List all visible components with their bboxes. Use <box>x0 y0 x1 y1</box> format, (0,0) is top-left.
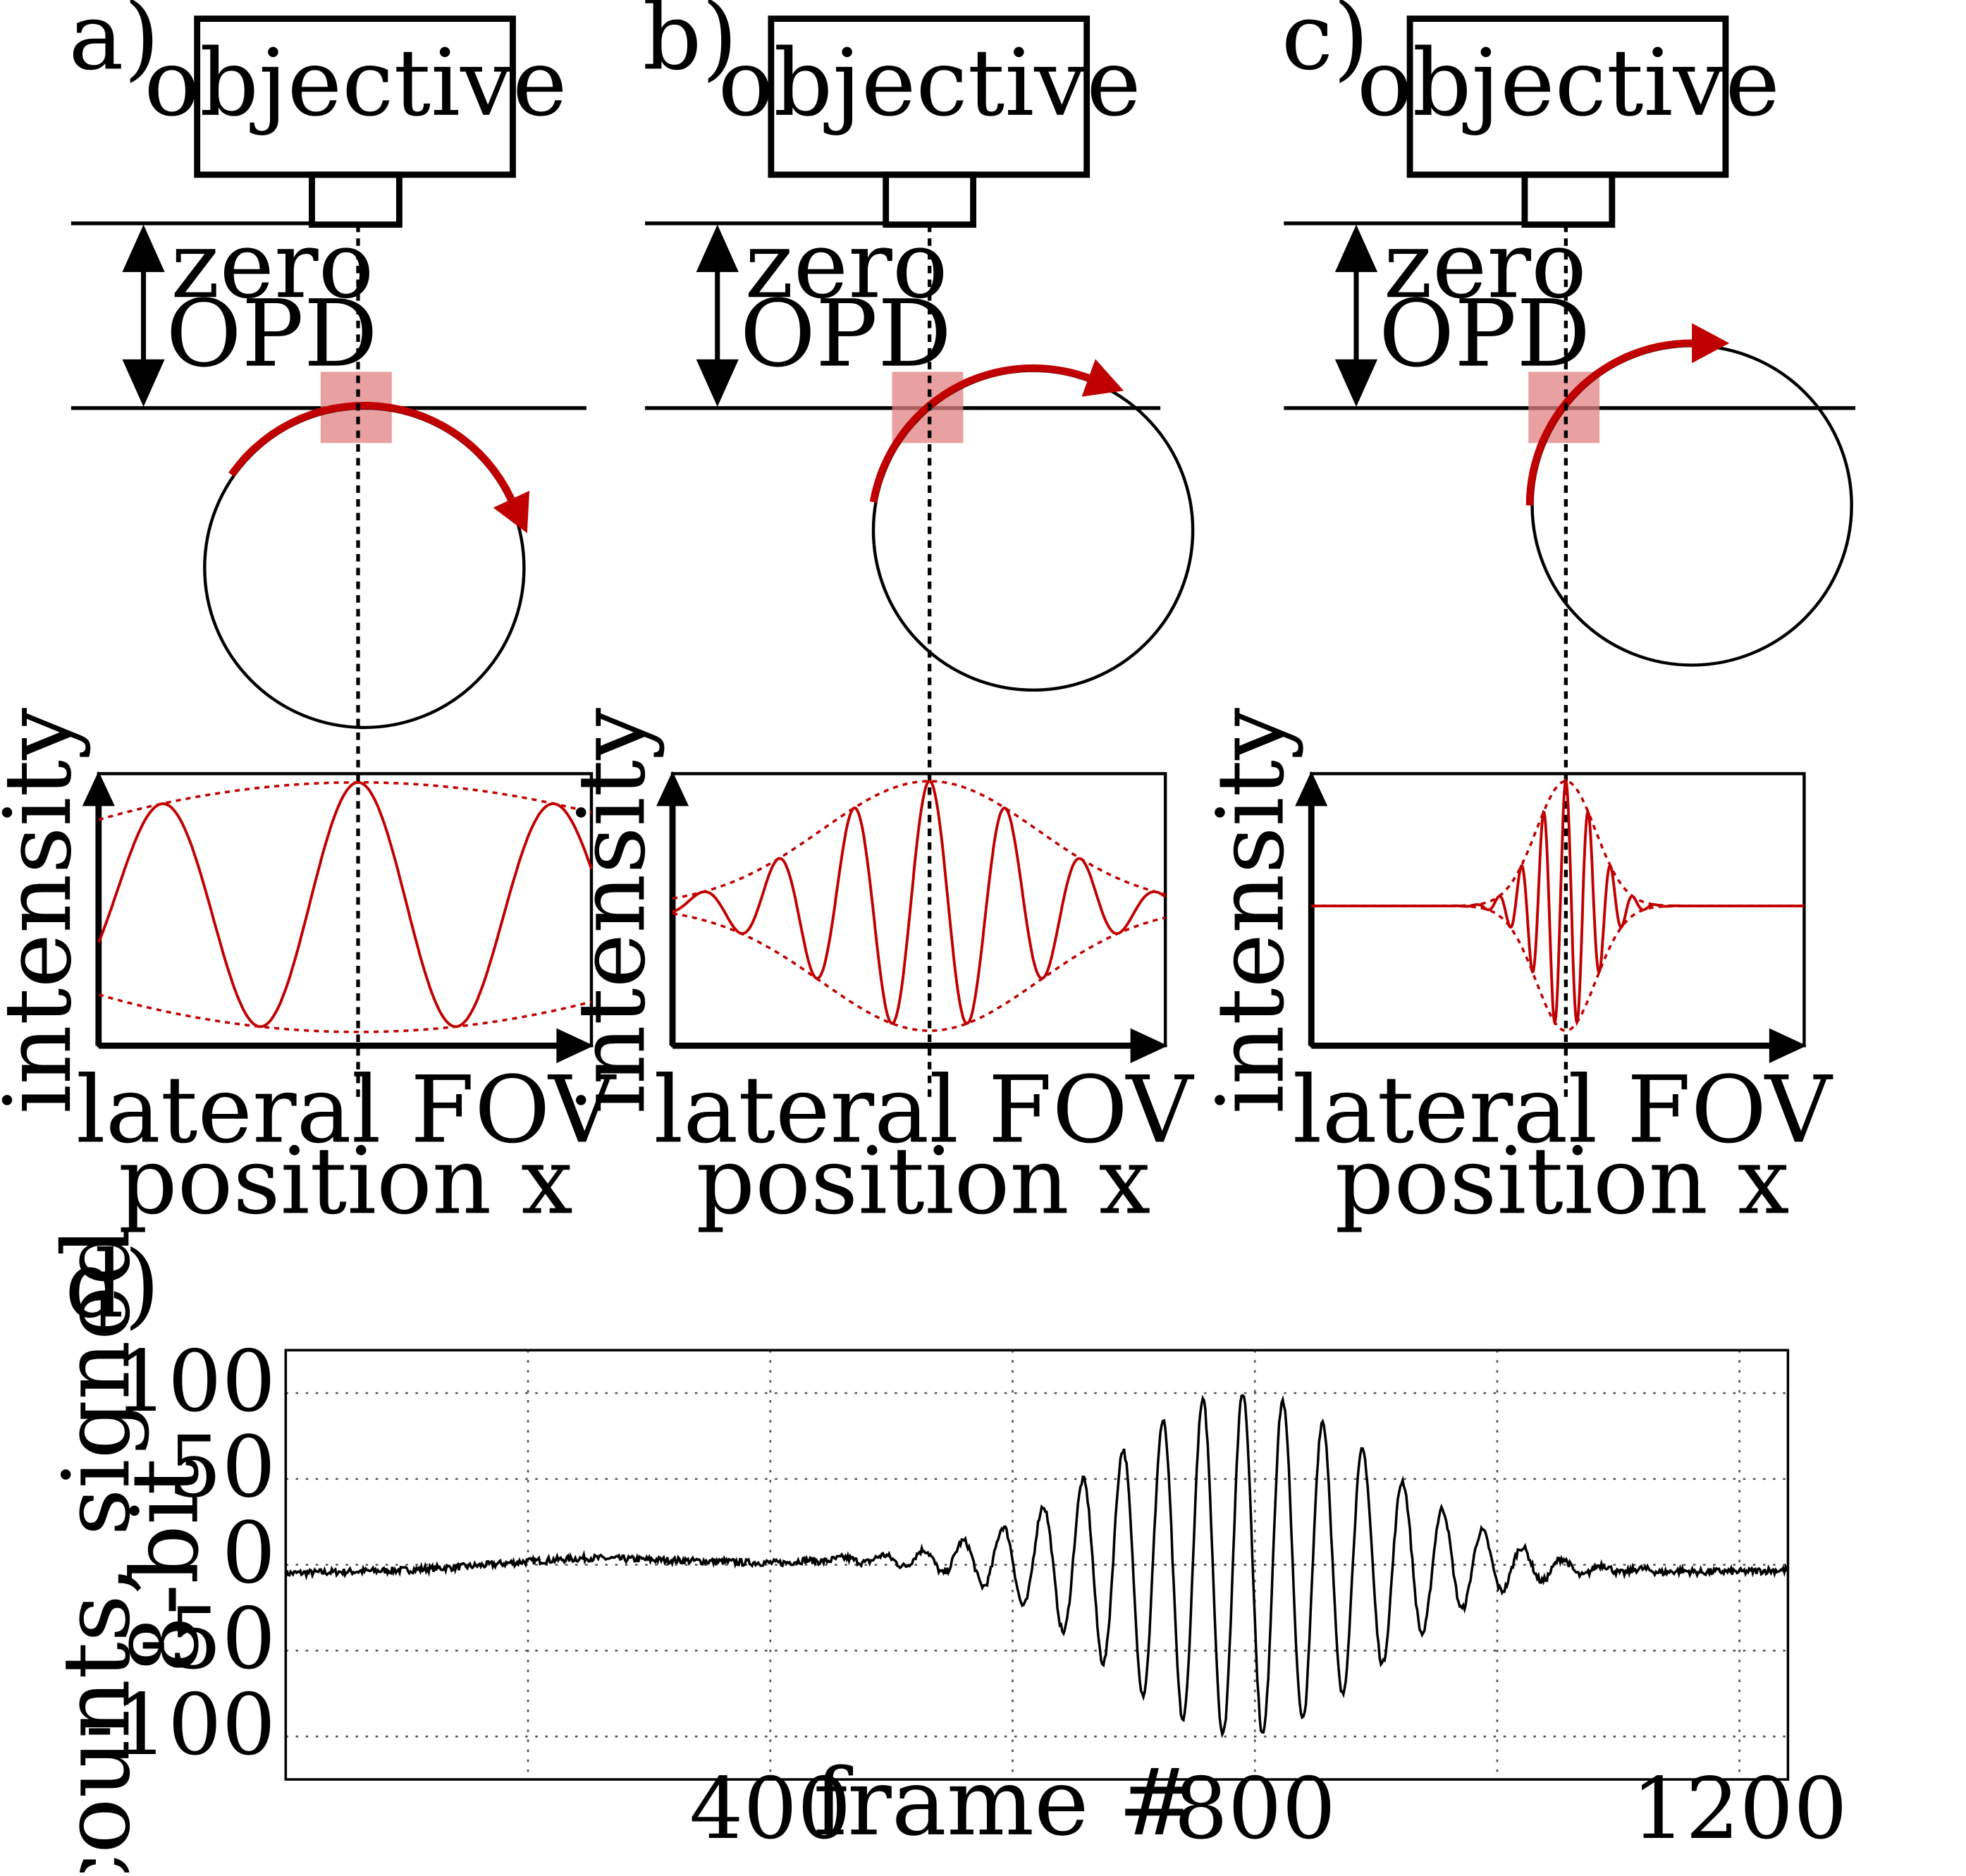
rotation-arc <box>1525 339 1692 506</box>
panel-letter: b) <box>643 0 738 90</box>
objective-lens <box>309 171 403 228</box>
y-tick-label: -50 <box>139 1590 276 1688</box>
panel-letter: c) <box>1282 0 1369 90</box>
x-tick-label: 800 <box>1174 1760 1336 1858</box>
opd-arrow-down-icon <box>122 359 165 407</box>
opd-arrow-down-icon <box>696 359 739 407</box>
intensity-plot-frame <box>670 772 1167 1048</box>
y-tick-label: 0 <box>222 1504 276 1602</box>
intensity-plot-frame <box>97 772 594 1048</box>
envelope-upper <box>98 781 592 821</box>
y-axis-label-line2: 8-bit <box>111 1458 219 1674</box>
rotation-arrow-icon <box>1081 359 1124 397</box>
opd-label-line2: OPD <box>740 280 952 388</box>
xlabel-line2: position x <box>1335 1127 1790 1234</box>
objective-lens <box>1521 171 1616 228</box>
fringe-signal <box>97 780 593 1029</box>
envelope-lower <box>672 912 1166 1032</box>
opd-arrow-up-icon <box>122 224 165 272</box>
fringe-signal <box>672 779 1167 1025</box>
xlabel-line2: position x <box>118 1127 573 1234</box>
intensity-label: intensity <box>558 708 665 1114</box>
rotation-arrow-icon <box>493 491 530 534</box>
x-axis-arrow-icon <box>1130 1028 1168 1064</box>
rotation-arc <box>228 401 515 501</box>
objective-label: objective <box>1357 29 1780 137</box>
panel-letter-d: d) <box>65 1230 160 1338</box>
intensity-label: intensity <box>1197 708 1305 1114</box>
xlabel-line2: position x <box>696 1127 1150 1234</box>
y-axis-arrow-icon <box>82 771 115 807</box>
x-axis-arrow-icon <box>556 1028 594 1064</box>
counts-series-line <box>284 1394 1788 1739</box>
xlabel-line1: lateral FOV <box>653 1056 1194 1164</box>
xlabel-line1: lateral FOV <box>1293 1056 1833 1164</box>
y-axis-label-line1: counts, signed <box>42 1227 150 1872</box>
x-tick-label: 1200 <box>1632 1760 1848 1858</box>
opd-label-line1: zero <box>1384 211 1587 319</box>
opd-label-line2: OPD <box>166 280 378 388</box>
envelope-lower <box>98 993 592 1034</box>
y-tick-label: 100 <box>113 1332 276 1431</box>
opd-label-line1: zero <box>171 211 374 319</box>
x-axis-label: frame # <box>813 1748 1196 1856</box>
sample-circle <box>203 406 526 730</box>
objective-label: objective <box>144 29 567 137</box>
y-tick-label: -100 <box>85 1676 276 1774</box>
x-axis-arrow-icon <box>1769 1028 1807 1064</box>
objective-label: objective <box>718 29 1141 137</box>
opd-label-line1: zero <box>745 211 948 319</box>
intensity-label: intensity <box>0 708 92 1114</box>
x-tick-label: 400 <box>689 1760 852 1858</box>
rotation-arrow-icon <box>1692 323 1730 364</box>
opd-arrow-down-icon <box>1334 359 1378 407</box>
rotation-arc <box>869 364 1090 503</box>
y-axis-arrow-icon <box>1295 771 1328 807</box>
opd-label-line2: OPD <box>1379 280 1591 388</box>
fringe-signal <box>1311 777 1805 1026</box>
xlabel-line1: lateral FOV <box>76 1056 617 1164</box>
envelope-upper <box>1311 780 1805 907</box>
y-axis-arrow-icon <box>656 771 689 807</box>
plot-frame <box>284 1349 1790 1781</box>
opd-arrow-up-icon <box>696 224 739 272</box>
panel-letter: a) <box>68 0 159 90</box>
opd-arrow-up-icon <box>1334 224 1378 272</box>
y-tick-label: 50 <box>168 1418 276 1517</box>
